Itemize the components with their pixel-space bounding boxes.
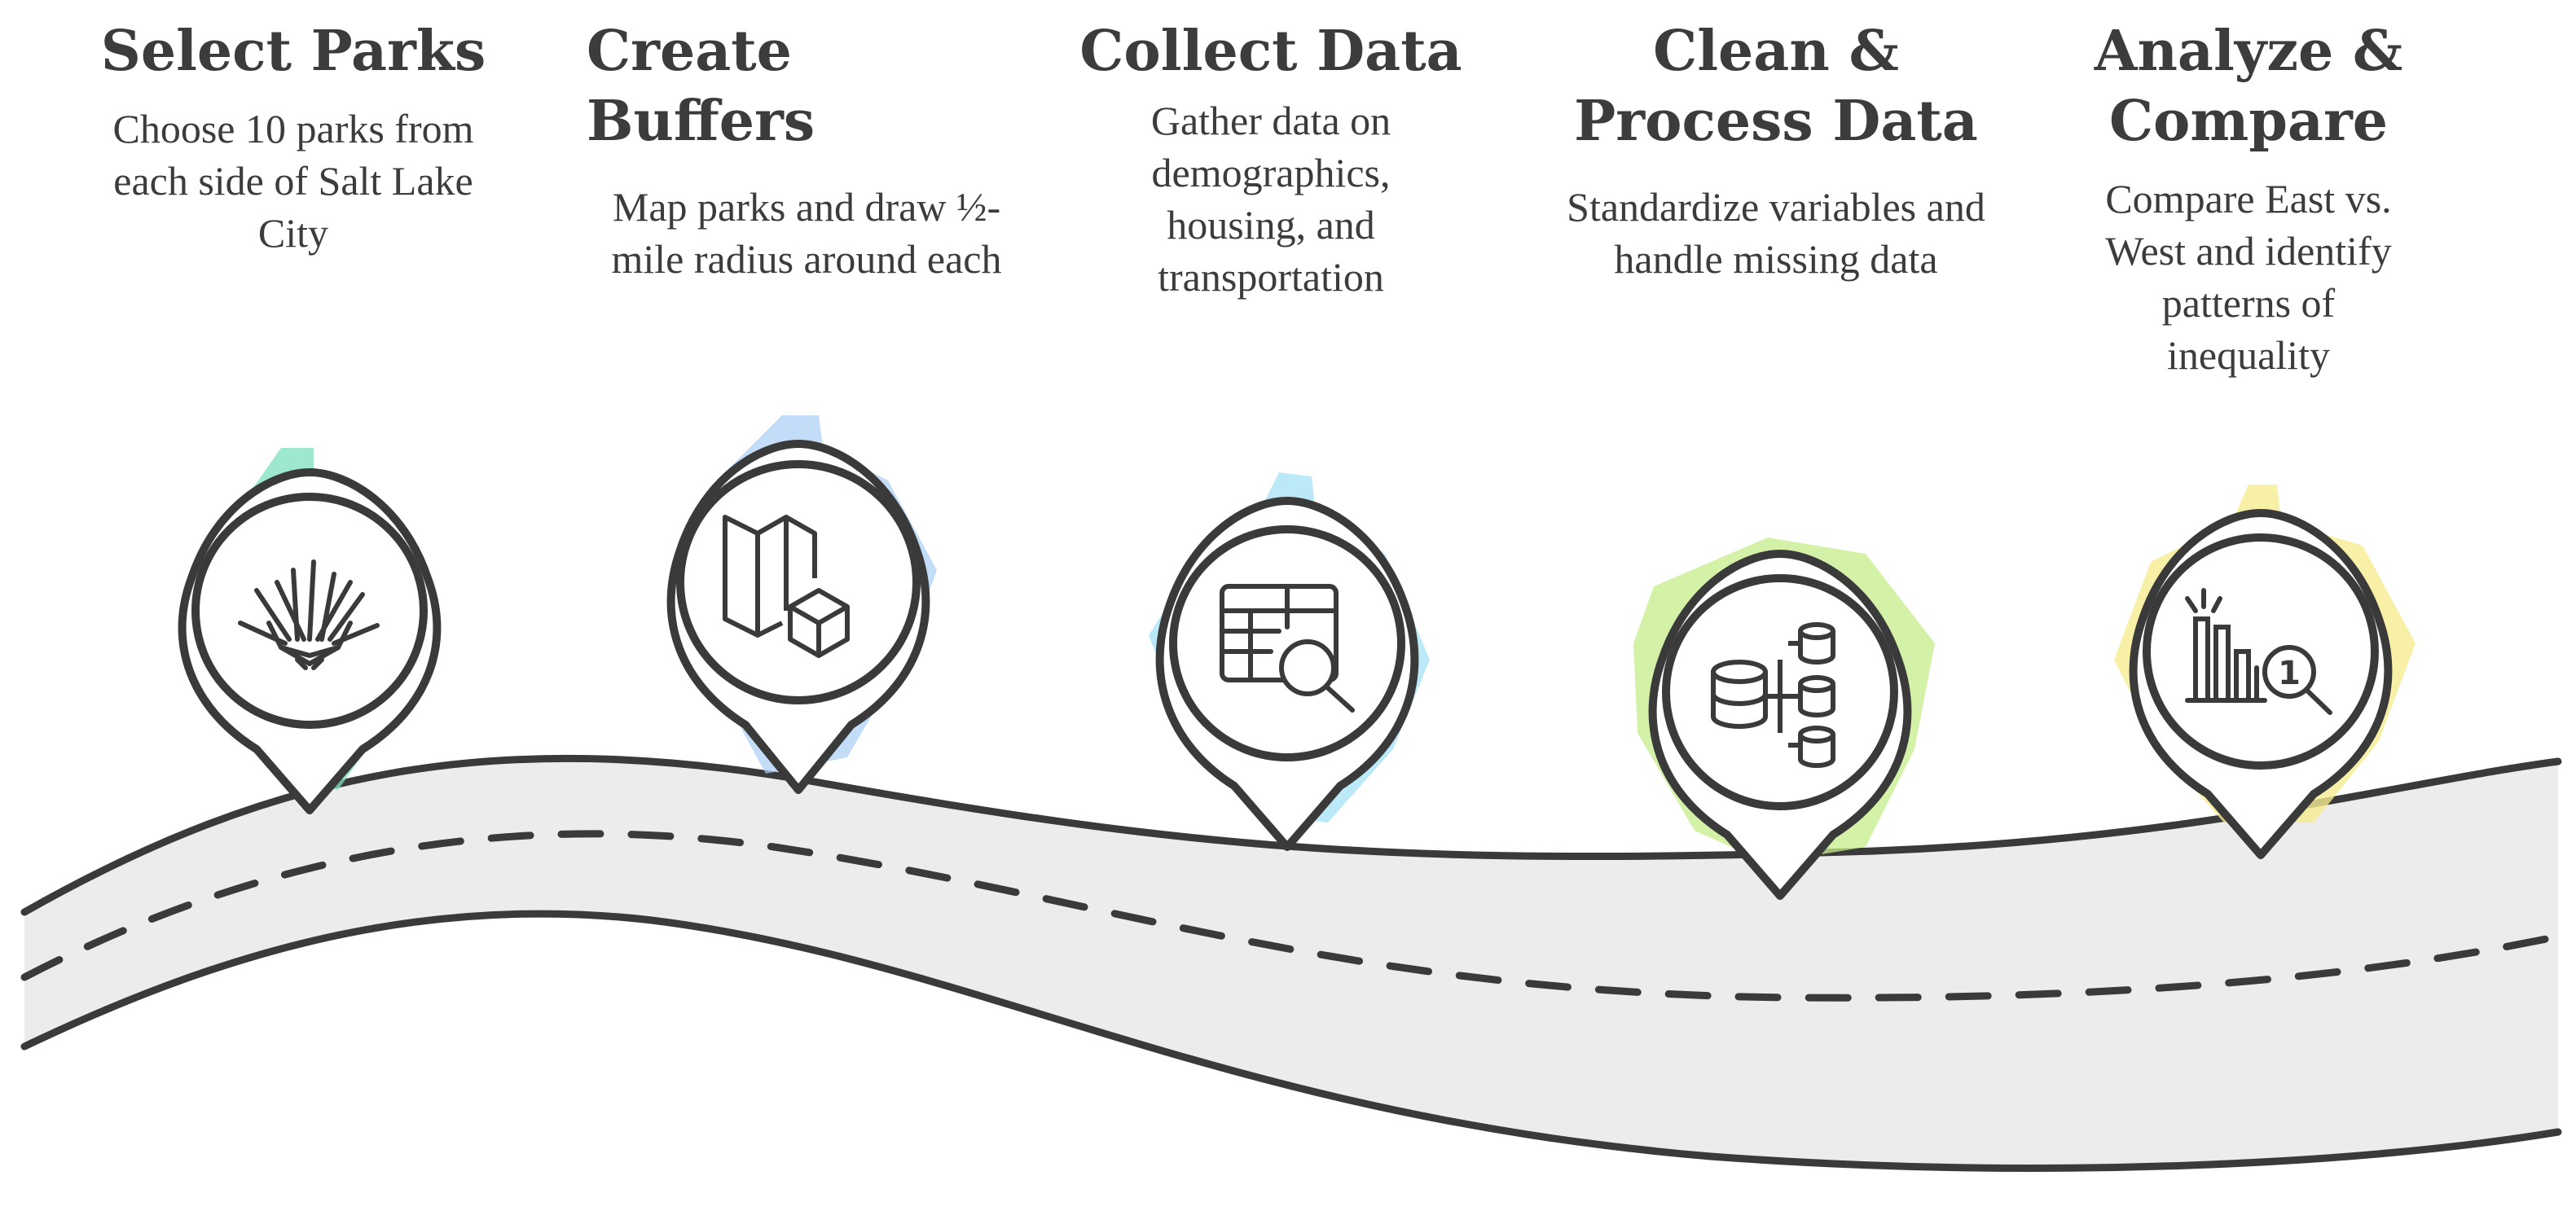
step-5: Analyze & Compare Compare East vs. West … [2037,16,2460,381]
road-center-line [20,830,2562,1002]
step-1: Select Parks Choose 10 parks from each s… [81,16,505,259]
step-3-description: Gather data on demographics, housing, an… [1150,98,1391,300]
step-2-pin [666,415,937,794]
step-2-title: Create Buffers [587,19,815,154]
step-4-description: Standardize variables and handle missing… [1567,184,1985,282]
step-5-description: Compare East vs. West and identify patte… [2105,176,2392,378]
chart-analysis-icon: 1 [2185,588,2332,715]
database-process-icon [1711,622,1835,768]
step-4-title: Clean & Process Data [1574,19,1978,154]
step-3: Collect Data Gather data on demographics… [1059,16,1483,303]
step-5-title: Analyze & Compare [2094,19,2403,154]
step-1-title: Select Parks [100,19,486,84]
road-bottom-edge [20,910,2562,1172]
step-3-pin [1149,472,1430,851]
step-4-pin [1633,537,1935,900]
step-4: Clean & Process Data Standardize variabl… [1548,16,2004,285]
map-box-icon [723,515,850,658]
step-2-description: Map parks and draw ½-mile radius around … [611,184,1002,282]
park-plant-icon [238,559,380,670]
step-1-pin [178,448,442,814]
table-search-icon [1220,584,1355,713]
step-3-title: Collect Data [1079,19,1462,84]
step-2: Create Buffers Map parks and draw ½-mile… [587,16,1026,285]
step-5-pin: 1 [2114,485,2416,859]
step-1-description: Choose 10 parks from each side of Salt L… [112,106,474,256]
svg-text:1: 1 [2278,655,2301,692]
